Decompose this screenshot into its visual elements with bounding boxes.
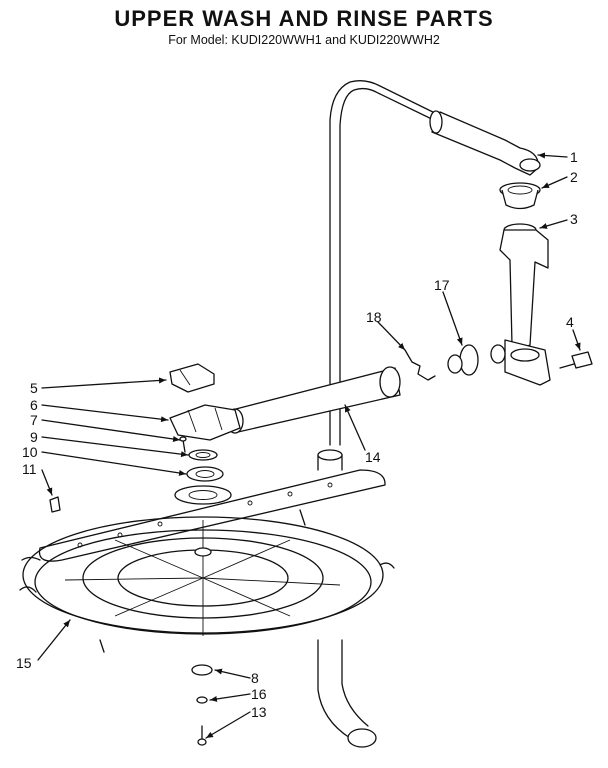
part-9-washer: [188, 449, 218, 461]
part-1-elbow: [429, 110, 541, 176]
part-2-grommet: [499, 182, 541, 210]
callout-8: 8: [251, 670, 259, 686]
spray-arm: [38, 469, 386, 562]
callout-10: 10: [22, 444, 38, 460]
part-18-clip: [404, 349, 436, 381]
callout-2: 2: [570, 169, 578, 185]
callout-3: 3: [570, 211, 578, 227]
part-3-manifold: [499, 223, 551, 386]
supply-tube: [329, 80, 446, 446]
part-7-screw: [179, 436, 187, 453]
callout-17: 17: [434, 277, 450, 293]
part-15-rack-wheel: [19, 509, 395, 653]
leader-lines: [37, 152, 581, 739]
callout-6: 6: [30, 397, 38, 413]
part-16-washer: [196, 696, 208, 704]
model-subtitle: For Model: KUDI220WWH1 and KUDI220WWH2: [168, 33, 440, 47]
part-6-bearing-housing: [169, 404, 241, 441]
part-10-bearing: [186, 466, 224, 482]
part-11-nozzle: [49, 496, 61, 513]
part-13-screw: [197, 725, 207, 746]
part-8-washer: [191, 664, 213, 676]
callout-labels: 1 2 3 4 5 6 7 8 9 10 11 13 14 15 16 17 1…: [16, 149, 578, 720]
callout-5: 5: [30, 380, 38, 396]
callout-13: 13: [251, 704, 267, 720]
callout-9: 9: [30, 429, 38, 445]
callout-15: 15: [16, 655, 32, 671]
part-5-cap: [169, 363, 215, 393]
part-4-fitting: [559, 351, 593, 369]
part-17-seal: [447, 344, 506, 376]
callout-14: 14: [365, 449, 381, 465]
page-title: UPPER WASH AND RINSE PARTS: [114, 6, 494, 31]
callout-18: 18: [366, 309, 382, 325]
feed-pipe: [317, 449, 377, 748]
callout-11: 11: [22, 461, 37, 477]
callout-7: 7: [30, 412, 38, 428]
callout-16: 16: [251, 686, 267, 702]
callout-4: 4: [566, 314, 574, 330]
part-14-arm-tube: [226, 366, 401, 434]
callout-1: 1: [570, 149, 578, 165]
